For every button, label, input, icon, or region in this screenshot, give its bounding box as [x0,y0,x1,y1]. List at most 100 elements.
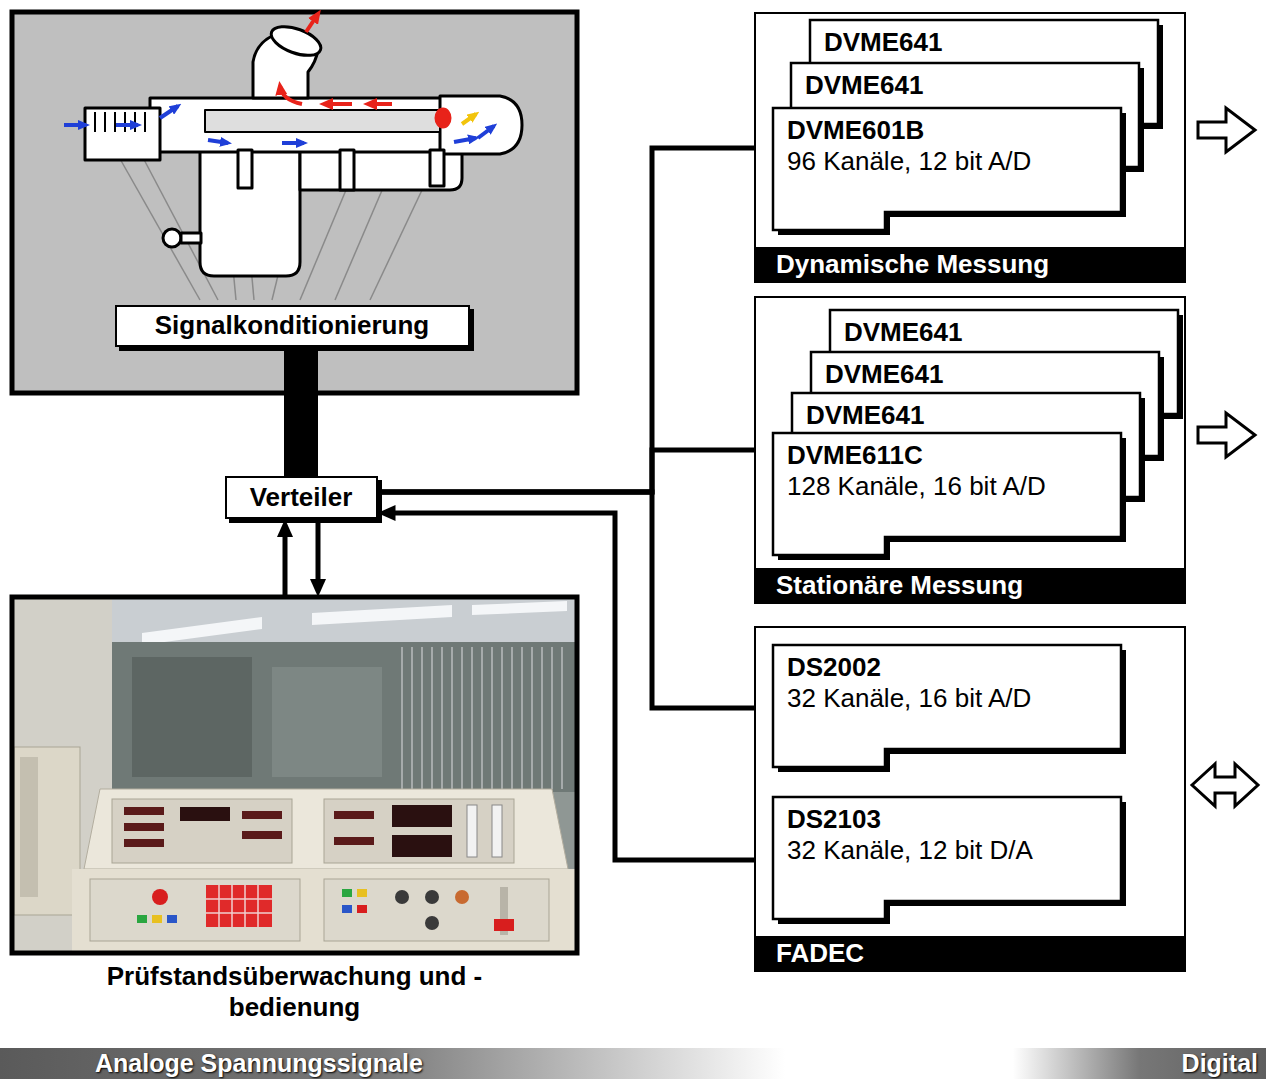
signal-type-label: Analoge Spannungssignale [95,1049,423,1078]
output-arrow [1192,108,1258,806]
console-photo: Prüfstandsüberwachung und -bedienung [12,597,577,1023]
console-photo-art [142,617,262,645]
console-photo-art [72,869,577,953]
engine-illustration [200,150,300,276]
console-photo-art [242,811,282,819]
console-photo-art [395,890,409,904]
console-photo-art [112,642,577,792]
console-photo-art [12,597,577,953]
signal-arrow [390,513,774,860]
card-label: DVME641 [824,27,943,58]
device-group-panel: Stationäre MessungDVME641DVME641DVME641D… [754,296,1186,604]
engine-illustration [205,110,440,132]
console-photo-art [324,799,514,863]
engine-panel [12,12,577,393]
device-group-panel: Dynamische MessungDVME641DVME641DVME601B… [754,12,1186,283]
console-photo-art [425,890,439,904]
output-arrow [1198,413,1255,457]
flow-arrow [64,14,494,143]
flow-arrow [324,102,352,106]
signal-arrow [283,531,288,597]
engine-illustration [238,150,252,188]
flow-arrow [306,14,318,32]
flow-arrow [282,141,304,145]
flow-arrow [462,114,476,124]
console-photo-art [342,889,352,897]
card-outline [773,433,1121,555]
flow-arrow [368,102,392,106]
console-photo-art [20,757,38,897]
card-label: DVME641 [806,400,925,431]
signal-type-band [0,1048,1266,1079]
console-photo-art [124,823,164,831]
console-photo-art [455,890,469,904]
card-label: DVME611C [787,440,923,471]
console-photo-art [84,789,568,869]
console-photo-art [402,647,562,789]
console-photo-art [206,885,272,927]
card-label: 96 Kanäle, 12 bit A/D [787,146,1031,177]
signal-bundle [284,347,318,476]
console-photo-art [180,807,230,821]
output-arrow [1198,108,1255,152]
engine-panel [12,12,577,393]
console-photo-art [392,805,452,827]
console-photo-art [112,799,292,863]
engine-illustration [267,21,324,61]
console-photo-art [152,915,162,923]
console-photo-art [12,597,577,953]
console-photo-art [137,915,147,923]
card-label: DVME641 [844,317,963,348]
console-photo-art [324,879,549,941]
card-outline [773,108,1121,230]
engine-illustration [436,109,450,127]
card-outline [773,645,1121,767]
console-photo-art [494,919,514,931]
console-photo-art [472,601,567,615]
flow-arrow [454,138,476,142]
flow-arrow [280,86,302,104]
card-label: DVME641 [825,359,944,390]
console-photo-art [14,747,80,915]
group-band-label: FADEC [756,936,1184,970]
signal-type-band [0,1048,1266,1079]
sensor-leader-line [115,150,200,300]
console-photo-art [334,811,374,819]
console-photo-art [492,805,502,857]
console-photo-art [392,835,452,857]
output-arrow [1192,764,1258,806]
engine-illustration [340,150,354,190]
process-box: Verteiler [225,476,378,519]
interface-card: DVME611C128 Kanäle, 16 bit A/D [773,433,1121,555]
card-label: 32 Kanäle, 12 bit D/A [787,835,1033,866]
engine-illustration [181,233,201,243]
engine-illustration [440,96,522,154]
box-label: Signalkonditionierung [155,310,429,341]
interface-card: DS210332 Kanäle, 12 bit D/A [773,797,1121,919]
console-photo-art [90,879,300,941]
card-label: DVME601B [787,115,924,146]
group-band-label: Stationäre Messung [756,568,1184,602]
console-photo-art [152,889,168,905]
card-outline [773,797,1121,919]
device-group-panel: FADECDS200232 Kanäle, 16 bit A/DDS210332… [754,626,1186,972]
engine-illustration [85,108,160,160]
process-box: Signalkonditionierung [115,305,470,347]
engine-illustration [95,112,145,132]
interface-card: DS200232 Kanäle, 16 bit A/D [773,645,1121,767]
card-label: 32 Kanäle, 16 bit A/D [787,683,1031,714]
card-label: DS2002 [787,652,881,683]
card-label: DS2103 [787,804,881,835]
signal-type-label: Digital [1182,1049,1258,1078]
console-photo-art [206,885,272,927]
console-photo-art [132,657,252,777]
signal-arrow [378,450,762,492]
console-photo-art [242,831,282,839]
console-photo-art [334,837,374,845]
engine-illustration [300,150,462,190]
flow-arrow [478,126,494,138]
sensor-leader-line [300,190,346,300]
engine-illustration [430,150,444,186]
box-label: Verteiler [250,482,353,513]
console-photo-art [467,805,477,857]
